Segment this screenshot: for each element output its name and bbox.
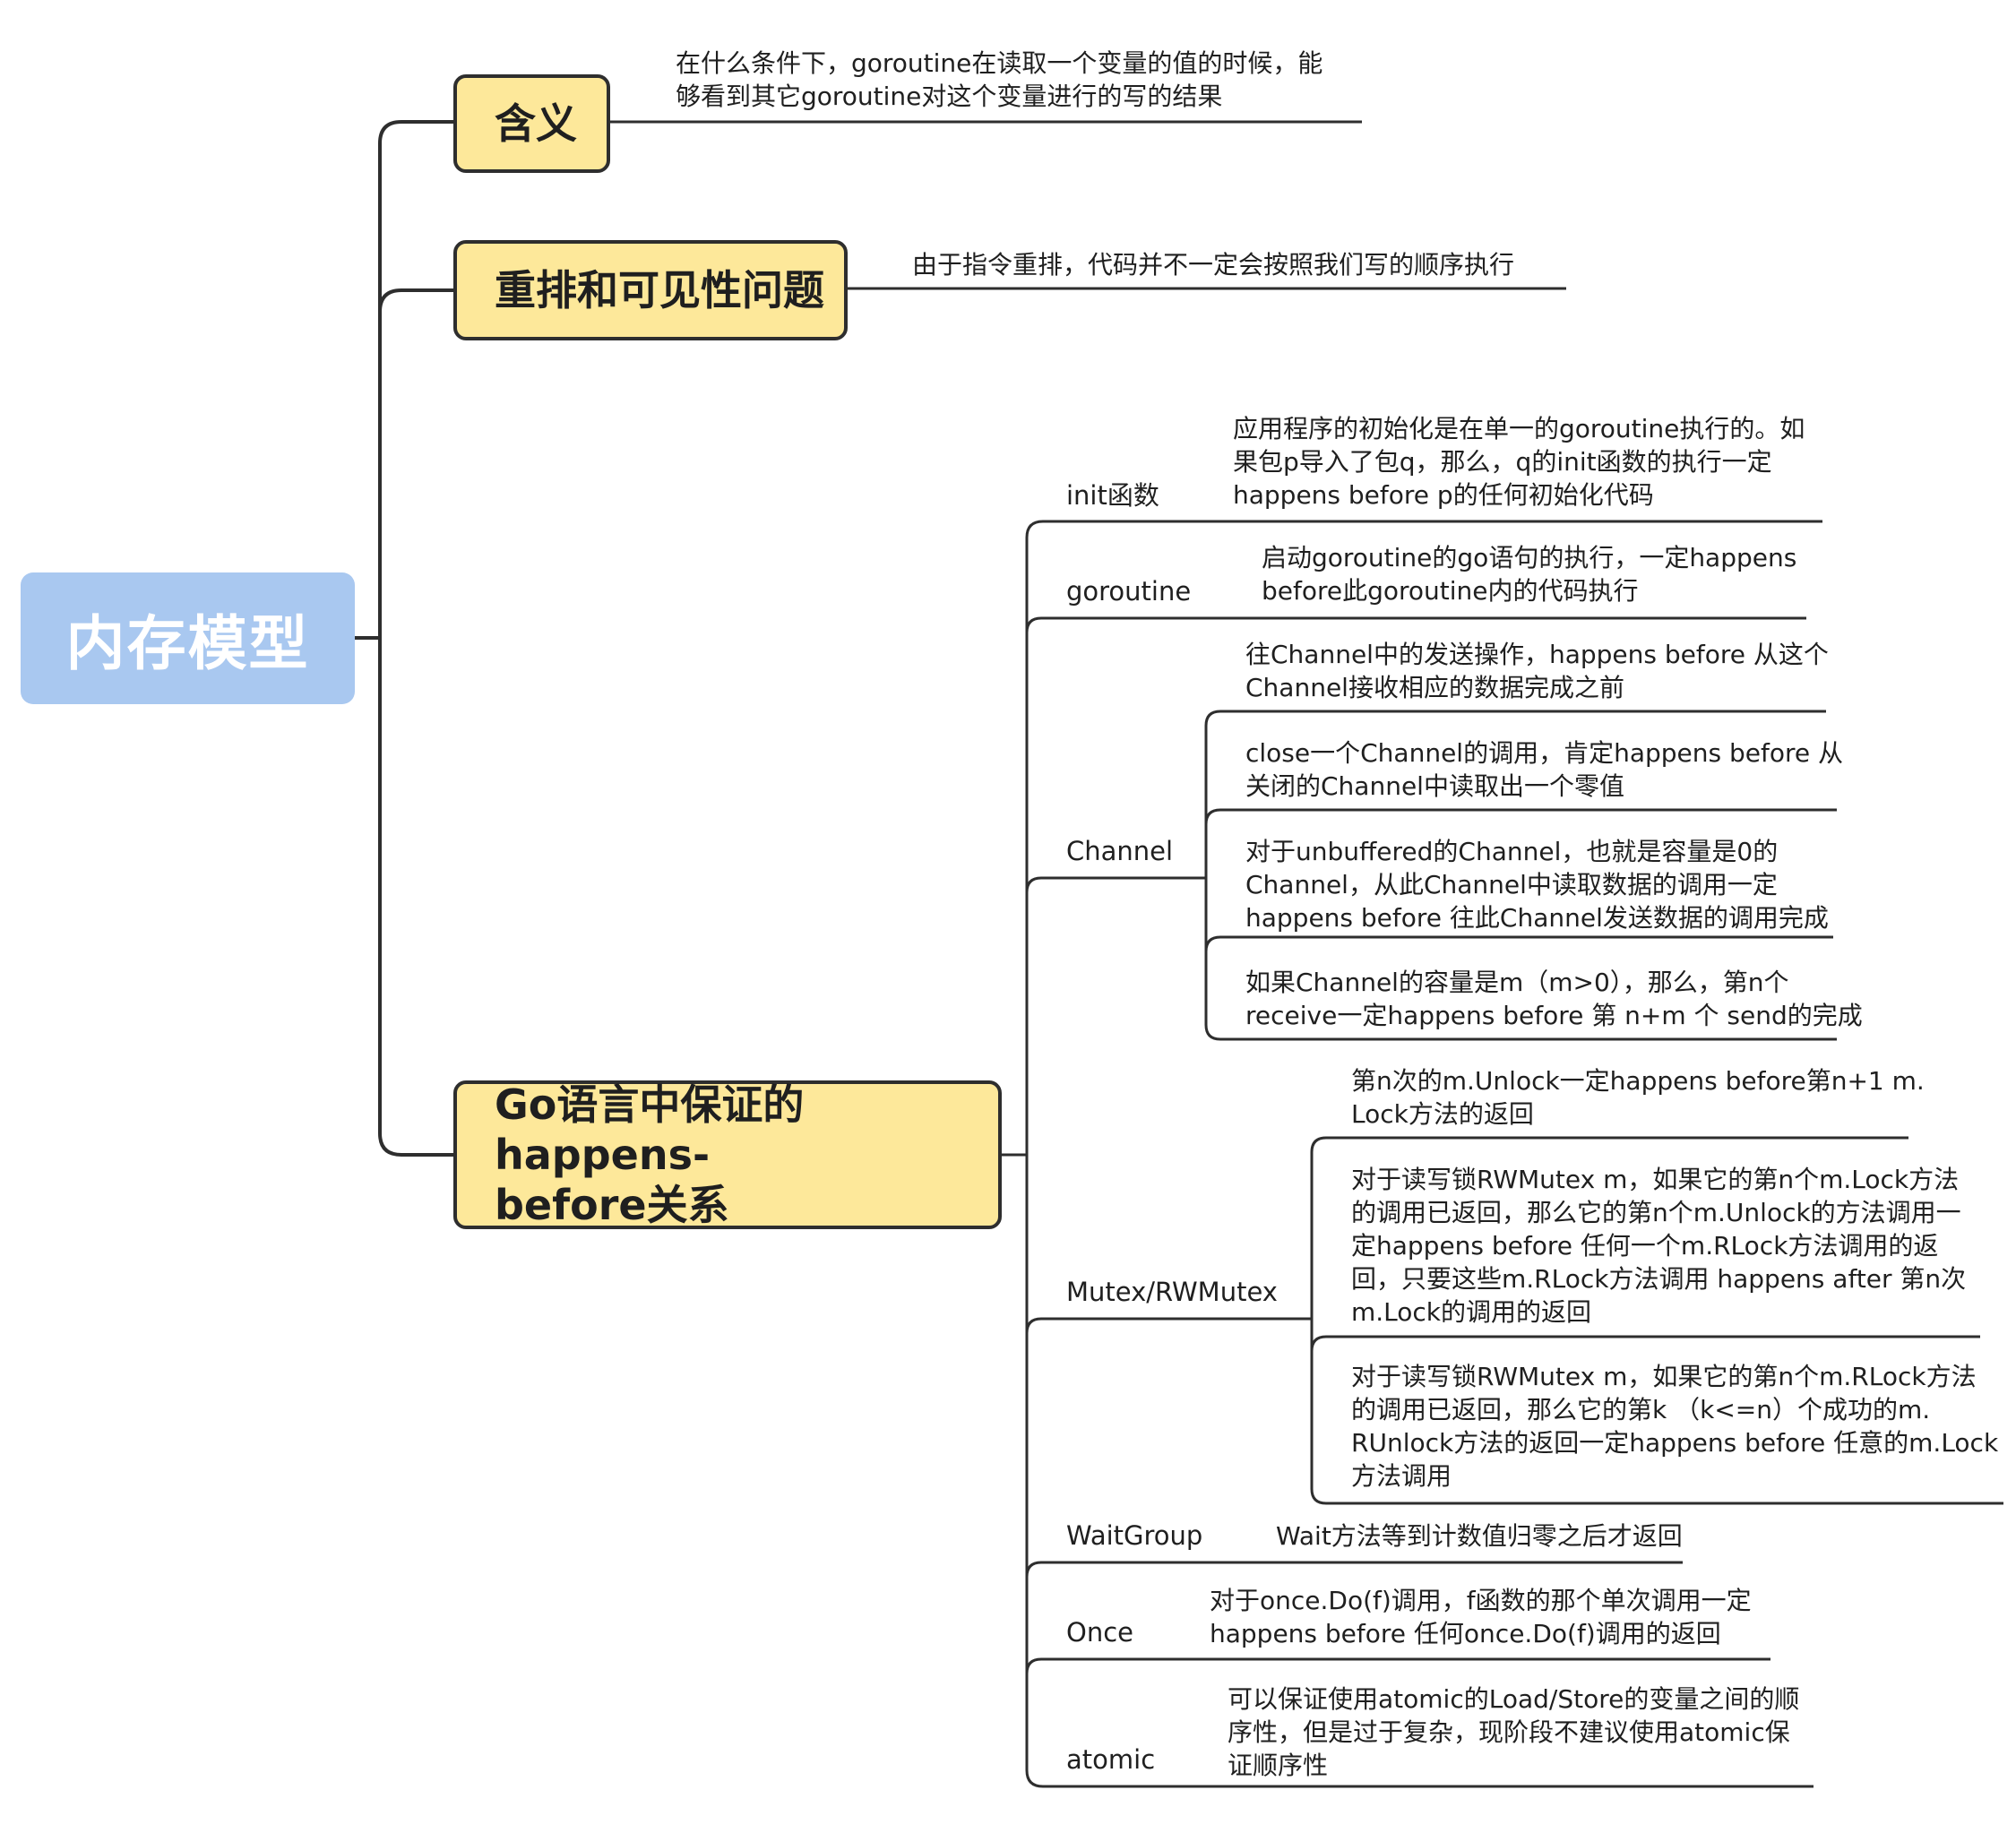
note-mutex-3: 对于读写锁RWMutex m，如果它的第n个m.RLock方法 的调用已返回，那… (1351, 1360, 1998, 1493)
note-meaning: 在什么条件下，goroutine在读取一个变量的值的时候，能 够看到其它goro… (676, 47, 1322, 113)
connector-b1 (378, 120, 453, 144)
underline-mutex-2 (1310, 1335, 1980, 1352)
branch-happens-before-label-line2: before关系 (495, 1181, 729, 1229)
underline-channel-2 (1204, 808, 1837, 825)
underline-mutex (1025, 1317, 1308, 1334)
branch-happens-before-label-line1: Go语言中保证的happens- (495, 1080, 805, 1179)
underline-channel-1 (1204, 710, 1826, 727)
note-waitgroup: Wait方法等到计数值归零之后才返回 (1276, 1519, 1683, 1553)
note-line: Channel，从此Channel中读取数据的调用一定 (1245, 870, 1778, 899)
underline-mutex-3 (1310, 1488, 2003, 1505)
note-line: 可以保证使用atomic的Load/Store的变量之间的顺 (1228, 1684, 1800, 1714)
topic-goroutine[interactable]: goroutine (1066, 576, 1192, 607)
underline-waitgroup (1025, 1561, 1683, 1578)
topic-mutex-rwmutex[interactable]: Mutex/RWMutex (1066, 1277, 1278, 1307)
note-line: 的调用已返回，那么它的第n个m.Unlock的方法调用一 (1351, 1198, 1961, 1227)
note-line: 第n次的m.Unlock一定happens before第n+1 m. (1351, 1066, 1925, 1096)
topic-waitgroup[interactable]: WaitGroup (1066, 1520, 1203, 1551)
note-channel-4: 如果Channel的容量是m（m>0），那么，第n个 receive一定happ… (1245, 966, 1863, 1032)
note-line: 方法调用 (1351, 1461, 1452, 1491)
branch-happens-before[interactable]: Go语言中保证的happens- before关系 (453, 1080, 1002, 1229)
connector-b3 (378, 1132, 453, 1157)
note-line: 回，只要这些m.RLock方法调用 happens after 第n次 (1351, 1264, 1967, 1294)
note-mutex-1: 第n次的m.Unlock一定happens before第n+1 m. Lock… (1351, 1064, 1925, 1131)
underline-atomic (1025, 1769, 1814, 1788)
note-line: receive一定happens before 第 n+m 个 send的完成 (1245, 1001, 1863, 1030)
note-channel-1: 往Channel中的发送操作，happens before 从这个 Channe… (1245, 638, 1829, 704)
root-topic[interactable]: 内存模型 (21, 572, 355, 704)
note-line: Wait方法等到计数值归零之后才返回 (1276, 1521, 1683, 1551)
note-line: 往Channel中的发送操作，happens before 从这个 (1245, 640, 1829, 669)
note-line: 由于指令重排，代码并不一定会按照我们写的顺序执行 (912, 250, 1515, 280)
note-line: Lock方法的返回 (1351, 1099, 1534, 1129)
branch-meaning[interactable]: 含义 (453, 74, 610, 173)
note-line: 果包p导入了包q，那么，q的init函数的执行一定 (1233, 447, 1772, 477)
note-line: 应用程序的初始化是在单一的goroutine执行的。如 (1233, 414, 1805, 443)
note-channel-3: 对于unbuffered的Channel，也就是容量是0的 Channel，从此… (1245, 835, 1829, 934)
topic-init[interactable]: init函数 (1066, 480, 1159, 511)
note-line: 在什么条件下，goroutine在读取一个变量的值的时候，能 (676, 48, 1323, 78)
underline-channel-3 (1204, 935, 1833, 952)
note-line: 如果Channel的容量是m（m>0），那么，第n个 (1245, 968, 1789, 997)
underline-init (1025, 520, 1822, 538)
underline-mutex-1 (1310, 1136, 1908, 1153)
note-line: Channel接收相应的数据完成之前 (1245, 673, 1624, 702)
note-line: m.Lock的调用的返回 (1351, 1297, 1592, 1327)
note-mutex-2: 对于读写锁RWMutex m，如果它的第n个m.Lock方法 的调用已返回，那么… (1351, 1163, 1966, 1329)
note-line: close一个Channel的调用，肯定happens before 从 (1245, 738, 1843, 768)
note-line: 对于unbuffered的Channel，也就是容量是0的 (1245, 837, 1779, 866)
note-line: 关闭的Channel中读取出一个零值 (1245, 771, 1624, 801)
note-line: happens before 往此Channel发送数据的调用完成 (1245, 903, 1829, 933)
underline-once (1025, 1657, 1770, 1674)
note-line: 对于读写锁RWMutex m，如果它的第n个m.Lock方法 (1351, 1165, 1960, 1194)
note-line: 启动goroutine的go语句的执行，一定happens (1262, 543, 1797, 572)
branch-meaning-label: 含义 (495, 99, 577, 148)
note-line: 证顺序性 (1228, 1751, 1329, 1780)
underline-channel (1025, 876, 1183, 893)
note-line: 序性，但是过于复杂，现阶段不建议使用atomic保 (1228, 1717, 1790, 1747)
note-line: 对于once.Do(f)调用，f函数的那个单次调用一定 (1210, 1586, 1752, 1615)
note-atomic: 可以保证使用atomic的Load/Store的变量之间的顺 序性，但是过于复杂… (1228, 1682, 1799, 1782)
underline-goroutine (1025, 616, 1806, 633)
note-line: RUnlock方法的返回一定happens before 任意的m.Lock (1351, 1428, 1999, 1458)
note-line: happens before p的任何初始化代码 (1233, 480, 1654, 510)
connector-b2 (378, 288, 453, 313)
note-line: 定happens before 任何一个m.RLock方法调用的返 (1351, 1231, 1939, 1261)
note-line: before此goroutine内的代码执行 (1262, 576, 1639, 606)
topic-once[interactable]: Once (1066, 1617, 1133, 1648)
branch-reordering-visibility[interactable]: 重排和可见性问题 (453, 240, 848, 340)
note-line: 够看到其它goroutine对这个变量进行的写的结果 (676, 82, 1223, 111)
topic-atomic[interactable]: atomic (1066, 1744, 1156, 1775)
note-line: 对于读写锁RWMutex m，如果它的第n个m.RLock方法 (1351, 1362, 1977, 1391)
note-reordering: 由于指令重排，代码并不一定会按照我们写的顺序执行 (912, 248, 1514, 281)
note-goroutine: 启动goroutine的go语句的执行，一定happens before此gor… (1262, 541, 1796, 607)
note-channel-2: close一个Channel的调用，肯定happens before 从 关闭的… (1245, 736, 1843, 803)
note-line: happens before 任何once.Do(f)调用的返回 (1210, 1619, 1721, 1648)
topic-channel[interactable]: Channel (1066, 836, 1174, 866)
branch-reordering-label: 重排和可见性问题 (495, 266, 824, 314)
note-line: 的调用已返回，那么它的第k （k<=n）个成功的m. (1351, 1395, 1931, 1424)
note-init: 应用程序的初始化是在单一的goroutine执行的。如 果包p导入了包q，那么，… (1233, 412, 1805, 512)
note-once: 对于once.Do(f)调用，f函数的那个单次调用一定 happens befo… (1210, 1584, 1752, 1650)
underline-channel-4 (1204, 1024, 1837, 1041)
